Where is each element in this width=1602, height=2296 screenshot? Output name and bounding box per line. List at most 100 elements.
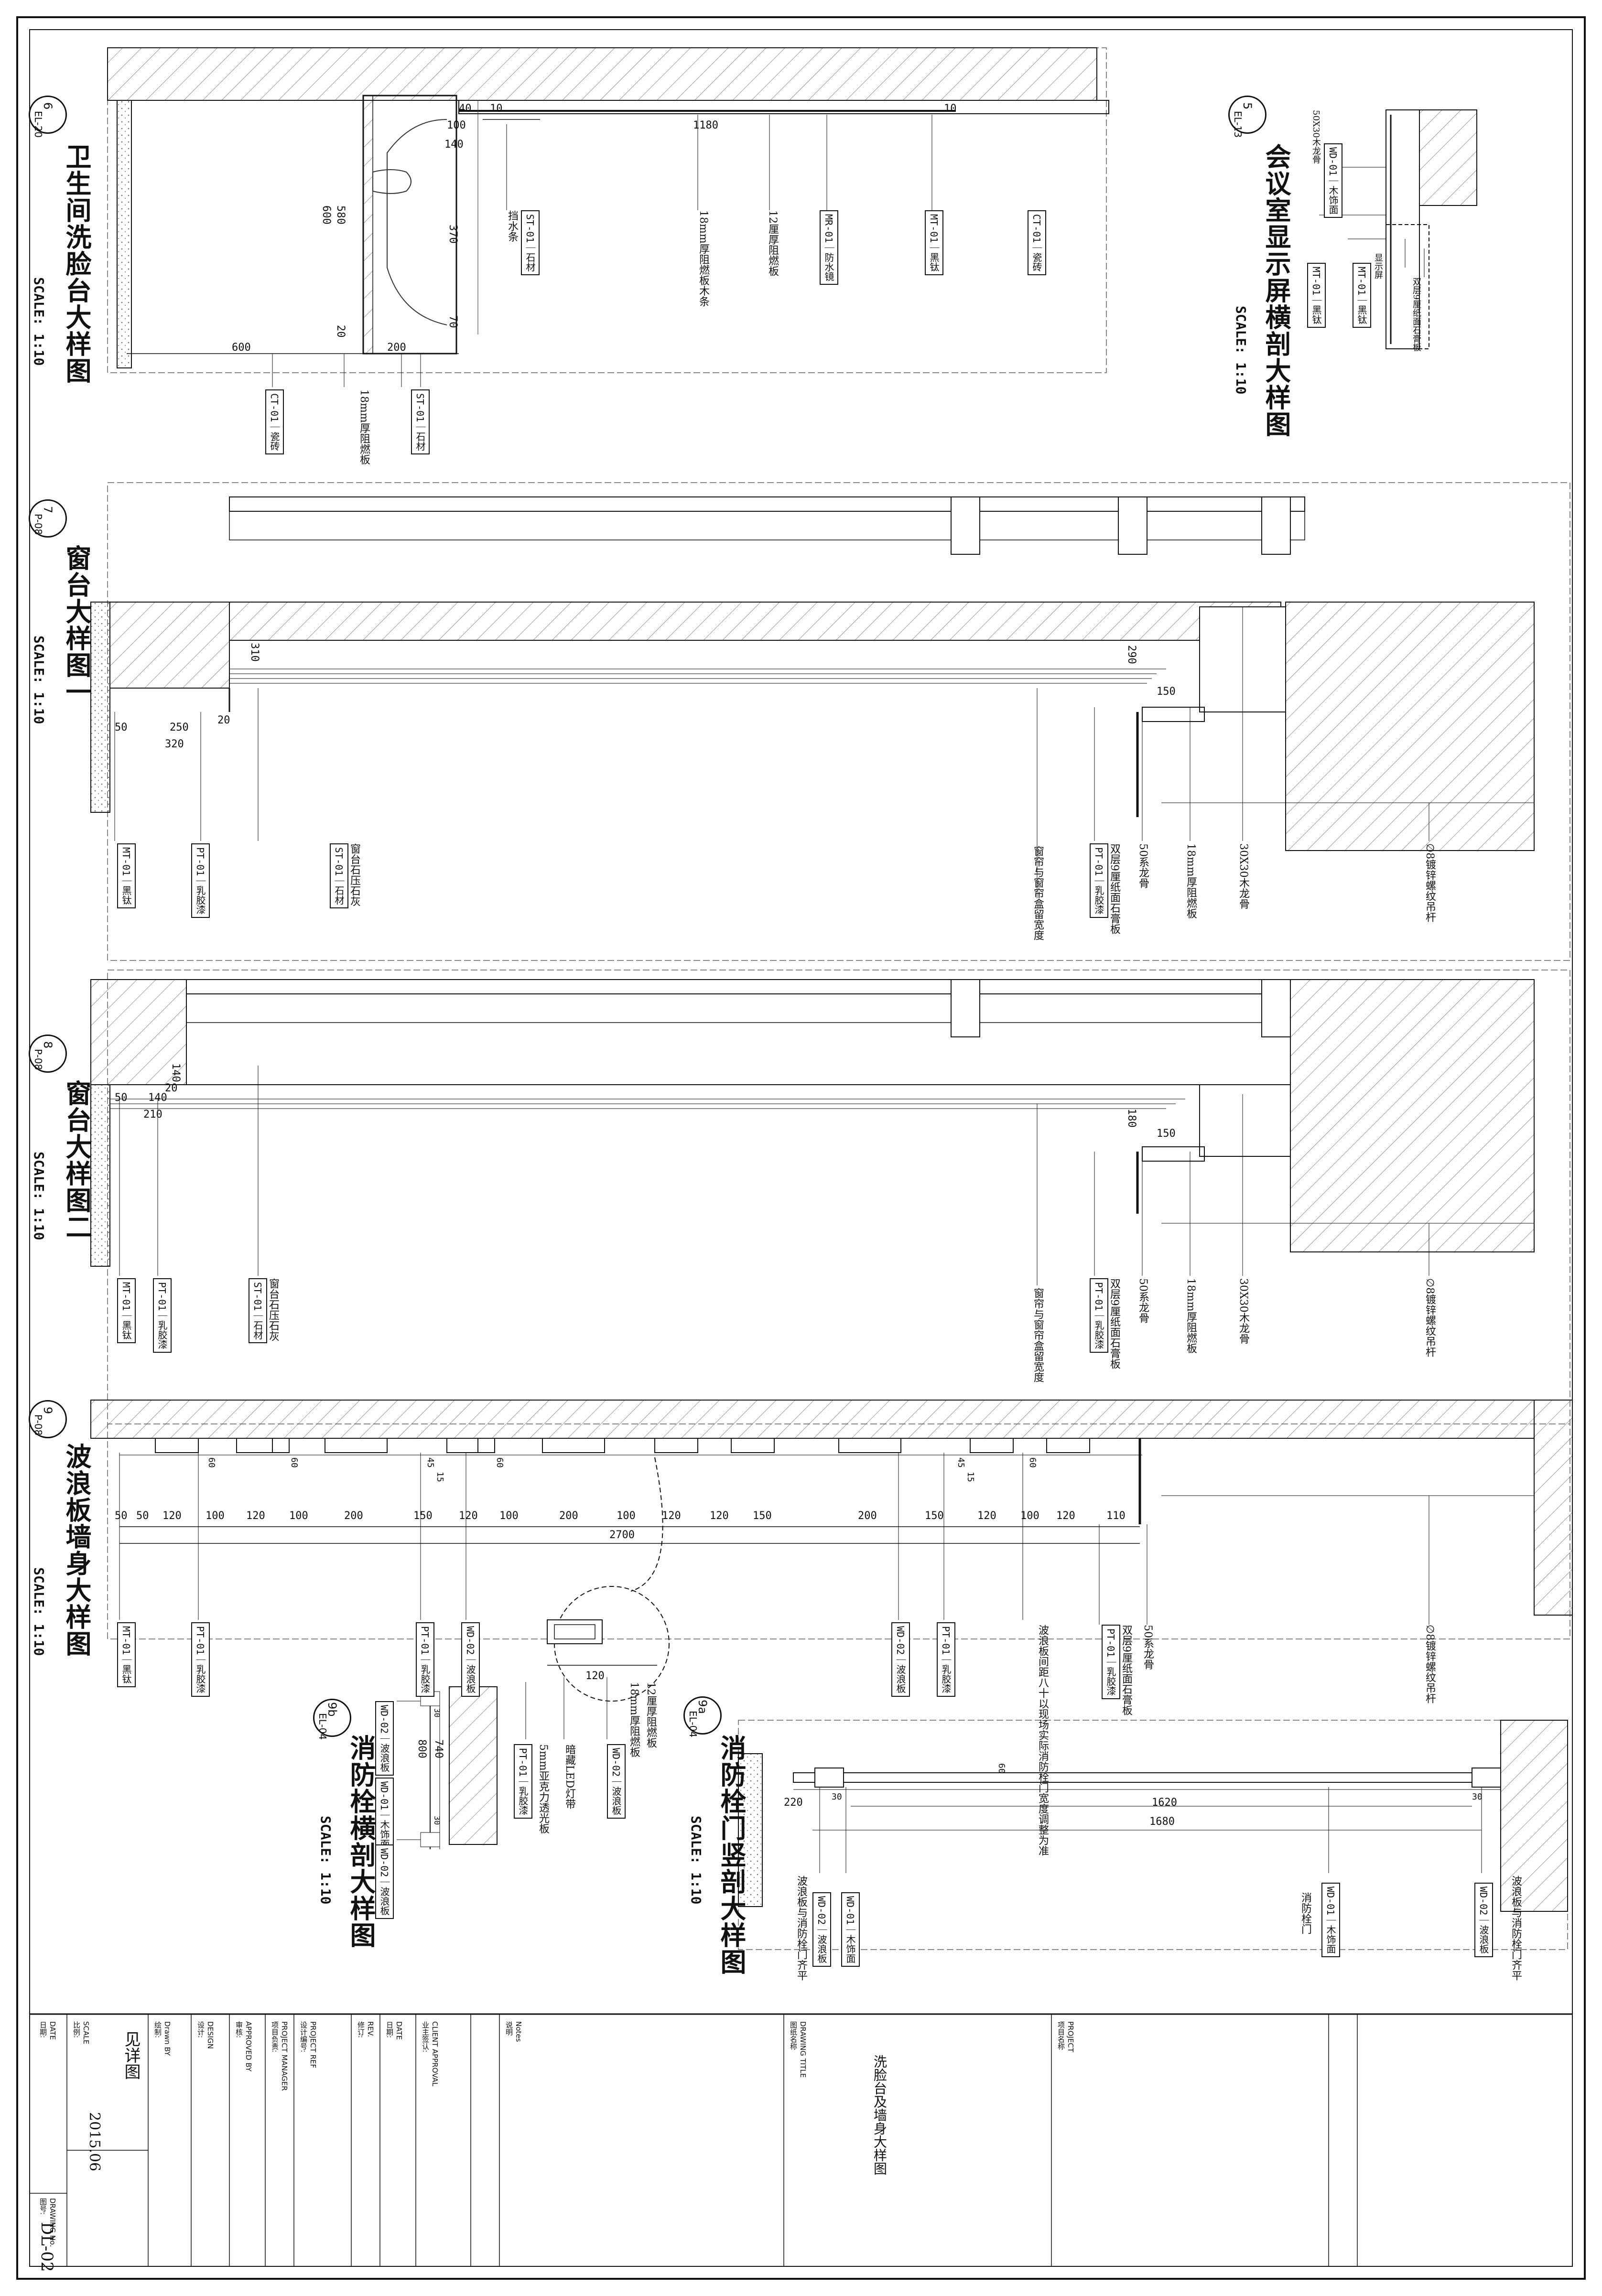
dim-label: 580 [335, 205, 346, 225]
tag-mt01[interactable]: MT-01｜黑钛 [1353, 263, 1371, 328]
dim-label: 120 [710, 1510, 729, 1522]
dim-label: 150 [1157, 686, 1176, 698]
tag-mt01[interactable]: MT-01｜黑钛 [1307, 263, 1326, 328]
dim-label: 120 [1056, 1510, 1075, 1522]
scale-label: SCALE 比例: [72, 2021, 90, 2045]
dim-label: 70 [447, 315, 459, 328]
tag-pt01[interactable]: PT-01｜乳胶漆 [416, 1622, 434, 1697]
dim-label: 20 [165, 1082, 178, 1094]
detail-9b-number: 9b [325, 1702, 339, 1717]
detail-7-bubble[interactable]: 7 [29, 499, 67, 538]
detail-9-ref[interactable]: P-08 [32, 1414, 44, 1436]
tag-pt01[interactable]: PT-01｜乳胶漆 [1090, 843, 1108, 918]
tag-pt01[interactable]: PT-01｜乳胶漆 [1090, 1278, 1108, 1353]
tag-wd01[interactable]: WD-01｜木饰面 [375, 1778, 394, 1853]
note: 18mm厚阻燃板 [1185, 843, 1197, 919]
detail-9a-bubble[interactable]: 9a [683, 1696, 722, 1735]
detail-8-ref[interactable]: P-08 [32, 1049, 44, 1070]
detail-5-ref[interactable]: EL-13 [1232, 111, 1244, 138]
detail-8-geometry [90, 970, 1570, 1424]
dim-label: 30 [433, 1816, 442, 1825]
tag-pt01[interactable]: PT-01｜乳胶漆 [191, 843, 210, 918]
client-approval-label: CLIENT APPROVAL 业主签认: [421, 2021, 439, 2087]
detail-6-ref[interactable]: EL-20 [32, 111, 44, 138]
tag-wd01[interactable]: WD-01｜木饰面 [841, 1892, 860, 1967]
tag-mt01[interactable]: MT-01｜黑钛 [117, 1278, 136, 1344]
dim-label: 310 [249, 643, 260, 662]
drawing-title-label: DRAWING TITLE 图纸名称 [789, 2021, 807, 2078]
note: 30X30木龙骨 [1237, 1278, 1249, 1344]
tag-wd02[interactable]: WD-02｜波浪板 [461, 1622, 480, 1697]
note: 50系龙骨 [1137, 1278, 1149, 1323]
tag-st01[interactable]: ST-01｜石材 [330, 843, 348, 909]
tag-ct01[interactable]: CT-01｜瓷砖 [265, 389, 284, 455]
tag-mt01[interactable]: MT-01｜黑钛 [117, 1622, 136, 1688]
dim-label: 10 [944, 103, 957, 115]
tag-wd02[interactable]: WD-02｜波浪板 [607, 1744, 626, 1819]
note: 波浪板与消防栓门齐平 [795, 1876, 807, 1981]
dim-label: 1180 [693, 119, 718, 131]
detail-9b-ref[interactable]: EL-04 [317, 1713, 328, 1740]
note: 暗藏LED灯带 [563, 1744, 575, 1810]
dim-label: 120 [977, 1510, 996, 1522]
approved-label: APPROVED BY 审核: [235, 2021, 253, 2072]
detail-7-ref[interactable]: P-08 [32, 514, 44, 535]
detail-9a-title: 消防栓门竖剖大样图 [716, 1735, 746, 1975]
tag-mt01[interactable]: MT-01｜黑钛 [925, 210, 943, 276]
detail-5-bubble[interactable]: 5 [1228, 96, 1266, 134]
dim-label: 120 [459, 1510, 478, 1522]
detail-9b-bubble[interactable]: 9b [313, 1699, 351, 1737]
tag-wd01[interactable]: WD-01｜木饰面 [1321, 1883, 1340, 1958]
tag-wd02[interactable]: WD-02｜波浪板 [375, 1701, 394, 1776]
note: 双层9厘纸面石膏板 [1411, 277, 1421, 352]
project-ref-label: PROJECT REF 设计编号: [299, 2021, 317, 2069]
tag-pt01[interactable]: PT-01｜乳胶漆 [514, 1744, 532, 1819]
tag-st01[interactable]: ST-01｜石材 [411, 389, 430, 455]
tag-wd01[interactable]: WD-01｜木饰面 [1324, 143, 1342, 218]
detail-7-scale: SCALE: 1:10 [31, 636, 47, 724]
detail-9a-number: 9a [696, 1700, 709, 1714]
note: 50系龙骨 [1137, 843, 1149, 888]
dim-label: 50 [136, 1510, 149, 1522]
dim-label: 250 [170, 722, 189, 733]
note: 波浪板间距八十以现场实际消防栓门宽度调整为准 [1037, 1625, 1049, 1856]
dim-label: 30 [433, 1708, 442, 1718]
detail-9-bubble[interactable]: 9 [29, 1400, 67, 1438]
tag-ct01[interactable]: CT-01｜瓷砖 [1028, 210, 1046, 276]
tag-pt01[interactable]: PT-01｜乳胶漆 [1102, 1625, 1120, 1700]
note: 18mm厚阻燃板 [1185, 1278, 1197, 1354]
tag-wd02[interactable]: WD-02｜波浪板 [375, 1844, 394, 1919]
dim-label: 45 [956, 1457, 966, 1468]
detail-6-number: 6 [41, 102, 54, 110]
tag-pt01[interactable]: PT-01｜乳胶漆 [153, 1278, 172, 1353]
dim-label: 45 [425, 1457, 435, 1468]
tag-mt01[interactable]: MT-01｜黑钛 [117, 843, 136, 909]
tag-pt01[interactable]: PT-01｜乳胶漆 [937, 1622, 955, 1697]
detail-8-bubble[interactable]: 8 [29, 1035, 67, 1073]
tag-st01[interactable]: ST-01｜石材 [521, 210, 540, 276]
dim-label: 30 [1472, 1792, 1483, 1802]
tag-wd02[interactable]: WD-02｜波浪板 [812, 1892, 831, 1967]
rev-label: REV. 修订: [357, 2021, 375, 2038]
note: 5mm亚克力透光板 [537, 1744, 549, 1834]
note: 波浪板与消防栓门齐平 [1510, 1876, 1522, 1981]
note: 30X30木龙骨 [1237, 843, 1249, 909]
tag-st01[interactable]: ST-01｜石材 [249, 1278, 267, 1344]
dim-label: 60 [206, 1457, 216, 1468]
dim-label: 100 [447, 119, 466, 131]
detail-7-number: 7 [41, 506, 54, 514]
dim-label: 210 [143, 1109, 162, 1121]
tag-wd02[interactable]: WD-02｜波浪板 [1474, 1883, 1493, 1958]
tag-mr01[interactable]: MR-01｜防水镜 [820, 210, 838, 285]
dim-label: 1680 [1149, 1816, 1175, 1828]
detail-5-title: 会议室显示屏横剖大样图 [1261, 143, 1291, 438]
note: 双层9厘纸面石膏板 [1120, 1625, 1132, 1715]
detail-9a-ref[interactable]: EL-04 [687, 1711, 699, 1738]
detail-6-bubble[interactable]: 6 [29, 96, 67, 134]
tag-wd02[interactable]: WD-02｜波浪板 [891, 1622, 910, 1697]
tag-pt01[interactable]: PT-01｜乳胶漆 [191, 1622, 210, 1697]
dim-label: 150 [925, 1510, 944, 1522]
dim-label: 60 [495, 1457, 505, 1468]
note: 50X30木龙骨 [1311, 110, 1321, 164]
